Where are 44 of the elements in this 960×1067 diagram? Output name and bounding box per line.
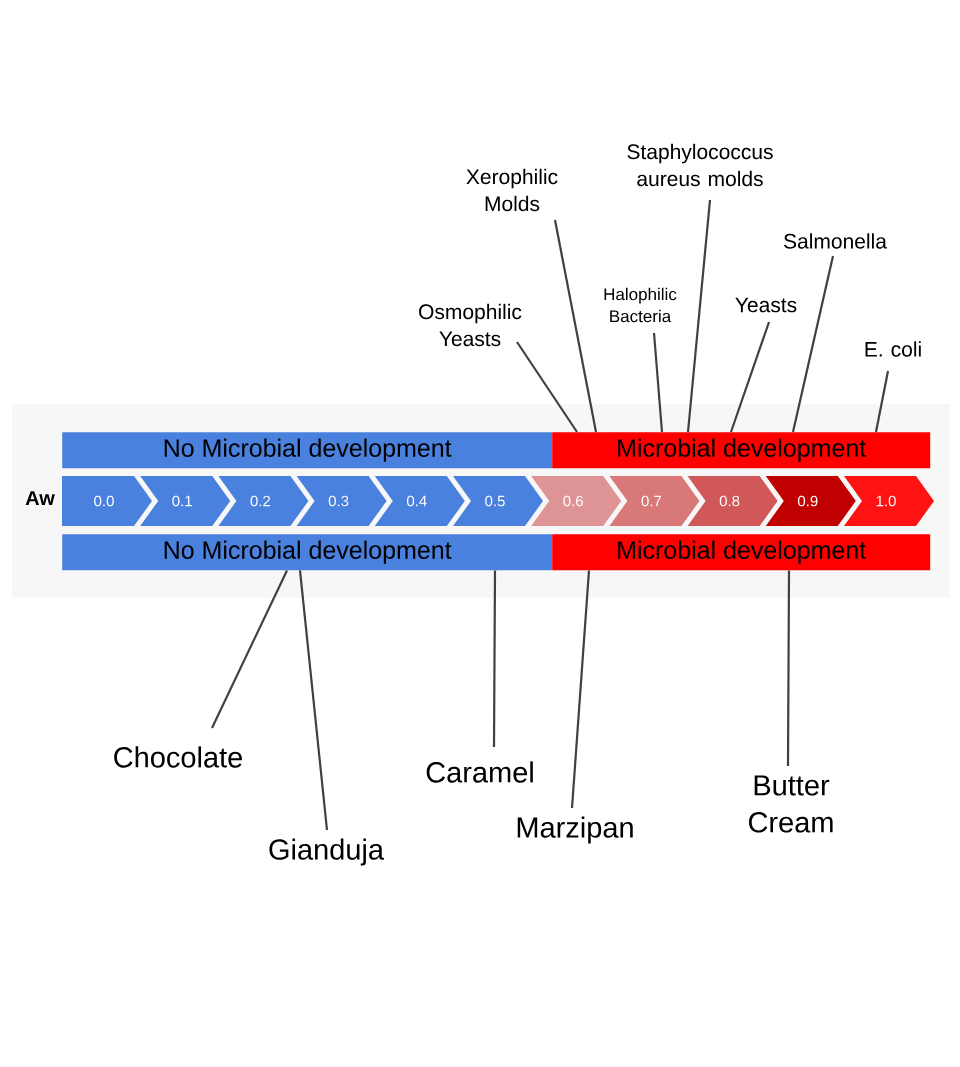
- callout-text: Salmonella: [784, 233, 887, 249]
- leader-line: [516, 341, 578, 433]
- scale-segment: 1.0: [844, 476, 934, 526]
- scale-segment: 0.1: [140, 476, 231, 526]
- leader-line: [786, 570, 791, 766]
- range-band: No Microbial development: [62, 534, 553, 571]
- leader-line: [686, 199, 712, 433]
- callout-text: Xerophilic Molds: [466, 168, 558, 212]
- axis-label: Aw: [25, 491, 55, 505]
- scale-segment: 0.6: [531, 476, 622, 526]
- leader-line: [652, 332, 664, 433]
- node-label: 0.4: [406, 495, 427, 507]
- callout-text: Staphylococcus aureus molds: [627, 143, 773, 187]
- leader-line: [553, 219, 598, 433]
- leader-line: [874, 370, 890, 433]
- node-label: 0.5: [485, 495, 505, 507]
- callout-text: E. coli: [865, 341, 921, 357]
- scale-segment: 0.2: [218, 476, 309, 526]
- leader-line: [492, 570, 497, 747]
- node-label: 0.1: [172, 495, 192, 507]
- range-band: Microbial development: [552, 534, 931, 571]
- leader-line: [791, 255, 835, 433]
- callout-text: Yeasts: [735, 297, 797, 313]
- callout-text: Chocolate: [114, 746, 242, 768]
- leader-line: [298, 570, 329, 831]
- scale-segment: 0.8: [687, 476, 778, 526]
- callout-text: Marzipan: [517, 816, 633, 844]
- scale-segment: 0.3: [296, 476, 387, 526]
- callout-text: Butter Cream: [748, 775, 833, 833]
- scale-segment: 0.4: [374, 476, 465, 526]
- callout-text: Gianduja: [269, 838, 384, 866]
- range-band: No Microbial development: [62, 432, 553, 469]
- leader-line: [211, 569, 288, 729]
- leader-line: [729, 321, 771, 433]
- range-band: Microbial development: [552, 432, 931, 469]
- scale-segment: 0.5: [453, 476, 543, 526]
- node-label: 0.3: [328, 495, 349, 507]
- callout-text: Osmophilic Yeasts: [419, 303, 522, 347]
- scale-segment: 0.9: [765, 476, 856, 526]
- callout-text: Halophilic Bacteria: [604, 287, 677, 323]
- node-label: 0.2: [250, 495, 271, 507]
- leader-line: [570, 570, 591, 809]
- callout-text: Caramel: [426, 761, 533, 783]
- scale-segment: 0.7: [609, 476, 700, 526]
